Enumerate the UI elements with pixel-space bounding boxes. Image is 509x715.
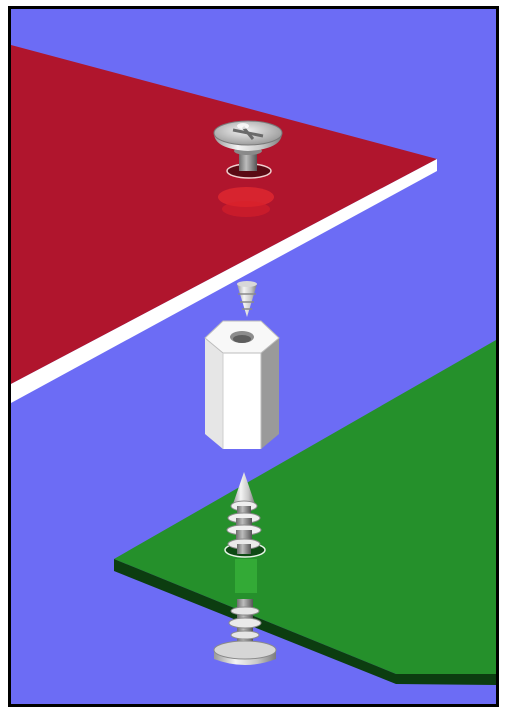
bottom-screw (213, 599, 277, 665)
threaded-stud (226, 472, 262, 554)
hex-standoff (204, 320, 280, 449)
standoff-top-stud (237, 281, 257, 317)
threaded-stud-icon (226, 472, 262, 554)
hex-spacer-icon (204, 320, 280, 449)
top-screw (213, 120, 283, 171)
illustration-frame (8, 6, 499, 707)
screw-icon (213, 599, 277, 665)
screw-icon (213, 120, 283, 171)
exploded-assembly-illustration (11, 9, 496, 704)
